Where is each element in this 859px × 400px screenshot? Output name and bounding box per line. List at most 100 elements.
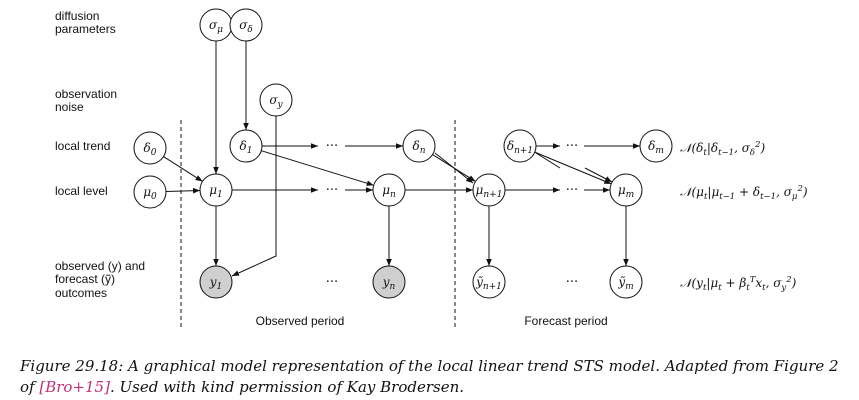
eq-part: t−1 (718, 148, 734, 158)
observation-equation: 𝒩(yt|μt + βtTxt, σy2) (680, 275, 797, 293)
node-circle (229, 129, 263, 163)
node-label-sub: 0 (151, 148, 157, 158)
eq-part: y (780, 283, 786, 293)
eq-part: 𝒩(δ (680, 141, 703, 155)
node-label-base: μ (476, 183, 484, 197)
eq-part: t−1 (719, 192, 735, 202)
node-label-base: ỹ (617, 275, 625, 289)
edges (163, 41, 640, 277)
ellipsis-2: ··· (566, 139, 578, 154)
row-label-outcome-3: outcomes (55, 286, 107, 300)
node-label: δ0 (144, 141, 157, 158)
node-circle (639, 129, 673, 163)
node-label: δn (412, 139, 425, 156)
row-label-outcome-2: forecast (ỹ) (55, 272, 115, 286)
node-label-sub: m (625, 282, 634, 292)
node-label: δ1 (240, 139, 253, 156)
node-label: δm (648, 139, 664, 156)
node-circle (372, 265, 406, 299)
row-label-diffusion-1: diffusion (55, 9, 99, 23)
node-sigma-delta: σδ (229, 8, 263, 42)
node-label: σy (269, 93, 283, 110)
node-label: ỹn+1 (475, 275, 502, 292)
node-label: σδ (239, 18, 253, 35)
node-label-base: δ (144, 141, 151, 155)
eq-part: |μ (707, 185, 719, 199)
eq-part: 2 (785, 275, 791, 285)
node-label-base: y (209, 275, 217, 289)
node-circle (229, 8, 263, 42)
node-sigma-y: σy (259, 83, 293, 117)
eq-part: , σ (776, 185, 793, 199)
node-label: yn (382, 275, 396, 292)
node-label-sub: n+1 (514, 146, 533, 156)
level-equation: 𝒩(μt|μt−1 + δt−1, σμ2) (680, 184, 808, 202)
edge-delta_1-to-mu_n (261, 150, 374, 186)
trend-to-level-forecast-2a (535, 152, 561, 169)
eq-part: t (762, 283, 766, 293)
node-label: μm (618, 183, 634, 200)
node-circle (609, 173, 643, 207)
node-label-base: σ (269, 93, 278, 107)
edge-sigma-y-to-y1-path (231, 116, 277, 277)
figure-caption: Figure 29.18: A graphical model represen… (20, 356, 845, 398)
caption-text-before: Figure 29.18: A graphical model represen… (20, 357, 839, 396)
node-label: σμ (209, 18, 223, 35)
ellipsis-5: ··· (326, 275, 338, 290)
node-mu-n: μn (372, 173, 406, 207)
row-label-outcome-1: observed (y) and (55, 259, 145, 273)
node-circle (259, 83, 293, 117)
eq-part: t−1 (760, 192, 776, 202)
node-label: μ1 (209, 183, 223, 200)
caption-citation-link[interactable]: [Bro+15] (39, 378, 110, 396)
row-label-trend: local trend (55, 139, 110, 153)
eq-part: t (746, 283, 750, 293)
eq-part: 2 (796, 184, 802, 194)
node-label: μ0 (143, 185, 157, 202)
node-label: μn+1 (476, 183, 503, 200)
node-circle (472, 173, 506, 207)
node-y-n: yn (372, 265, 406, 299)
eq-part: + δ (735, 185, 760, 199)
edge-delta_0-to-mu_1 (163, 156, 203, 182)
node-label-base: δ (240, 139, 247, 153)
node-circle (402, 129, 436, 163)
node-circle (503, 129, 537, 163)
ellipsis-6: ··· (566, 275, 578, 290)
trend-to-level-forecast (434, 152, 474, 184)
node-circle (199, 265, 233, 299)
eq-part: δ (750, 148, 755, 158)
node-circle (472, 265, 506, 299)
node-label-base: δ (507, 139, 514, 153)
node-sigma-mu: σμ (199, 8, 233, 42)
node-ytilde-m: ỹm (609, 265, 643, 299)
node-label-sub: 0 (151, 192, 157, 202)
node-label-sub: δ (247, 25, 252, 35)
node-mu-m: μm (609, 173, 643, 207)
eq-part: , σ (766, 276, 783, 290)
edge-delta_n1-to-mu_m (534, 151, 612, 185)
trend-equation: 𝒩(δt|δt−1, σδ2) (680, 140, 765, 158)
eq-part: |μ (706, 276, 718, 290)
node-label-sub: n (420, 146, 426, 156)
node-ytilde-n1: ỹn+1 (472, 265, 506, 299)
node-label-sub: n (389, 282, 395, 292)
node-label-base: σ (239, 18, 248, 32)
node-label-sub: n (390, 190, 396, 200)
edge-mu_0-to-mu_1 (165, 187, 201, 194)
ellipsis-3: ··· (326, 183, 338, 198)
node-mu-0: μ0 (133, 175, 167, 209)
eq-part: , σ (734, 141, 751, 155)
eq-part: t (703, 148, 707, 158)
node-delta-1: δ1 (229, 129, 263, 163)
node-label-sub: m (626, 190, 635, 200)
observed-period-label: Observed period (256, 314, 345, 328)
node-label: μn (382, 183, 396, 200)
node-mu-1: μ1 (199, 173, 233, 207)
node-label-base: δ (412, 139, 419, 153)
node-label-sub: 1 (217, 190, 223, 200)
row-label-level: local level (55, 184, 108, 198)
eq-part: μ (792, 192, 798, 202)
